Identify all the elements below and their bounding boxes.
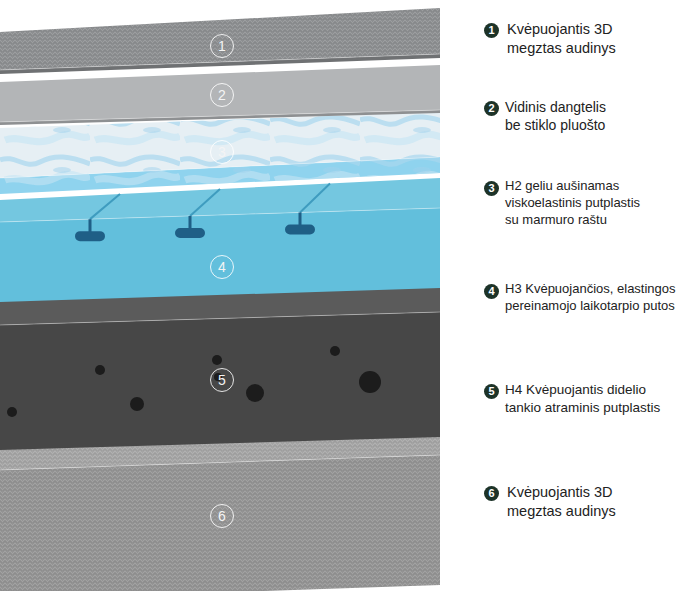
badge-number: 2 xyxy=(484,101,499,116)
layer-edge-highlight xyxy=(0,208,440,222)
layer-description: H4 Kvėpuojantis didelio tankio atraminis… xyxy=(505,381,665,416)
air-hole xyxy=(212,355,222,365)
air-hole xyxy=(330,346,340,356)
callout-number: 4 xyxy=(210,255,234,279)
badge-number: 6 xyxy=(484,486,499,501)
callout-number: 5 xyxy=(210,368,234,392)
layer-top-face xyxy=(0,178,440,222)
layer-description: Vidinis dangtelis be stiklo pluošto xyxy=(505,98,623,134)
layer-texture xyxy=(0,455,440,591)
layer-top-face xyxy=(0,8,440,70)
groove-slot xyxy=(175,216,205,238)
groove-slot xyxy=(285,212,315,234)
air-hole xyxy=(246,384,264,402)
air-hole xyxy=(130,397,144,411)
layer-front-face xyxy=(0,455,440,591)
layer-front-face xyxy=(0,208,440,302)
layer-description: H3 Kvėpuojančios, elastingos pereinamojo… xyxy=(505,281,677,315)
layer-description: Kvėpuojantis 3D megztas audinys xyxy=(507,483,632,521)
groove-line xyxy=(190,189,220,216)
layer-description: Kvėpuojantis 3D megztas audinys xyxy=(507,20,632,58)
badge-number: 4 xyxy=(484,284,499,299)
callout-number: 6 xyxy=(210,504,234,528)
layer-shape xyxy=(0,178,444,304)
layer-edge-highlight xyxy=(0,455,440,470)
callout-number: 1 xyxy=(210,34,234,58)
layer-texture xyxy=(0,8,440,70)
layer-edge-highlight xyxy=(0,157,440,178)
air-hole xyxy=(7,407,17,417)
callout-number: 3 xyxy=(210,140,234,164)
layer-description: H2 geliu aušinamas viskoelastinis putpla… xyxy=(505,178,655,229)
badge-number: 5 xyxy=(484,384,499,399)
layer-front-face xyxy=(0,312,440,450)
mattress-layer: 3 xyxy=(0,112,444,196)
mattress-layer: 2 xyxy=(0,65,444,127)
groove-slot xyxy=(75,219,105,241)
groove-line xyxy=(300,184,330,213)
air-hole xyxy=(359,371,381,393)
layer-shape xyxy=(0,282,444,452)
mattress-layer: 4 xyxy=(0,178,444,304)
layer-top-face xyxy=(0,282,440,325)
air-hole xyxy=(95,365,105,375)
mattress-layer: 5 xyxy=(0,282,444,452)
badge-number: 3 xyxy=(484,181,499,196)
layer-edge-highlight xyxy=(0,312,440,325)
mattress-layer: 1 xyxy=(0,8,444,76)
badge-number: 1 xyxy=(484,23,499,38)
layer-top-face xyxy=(0,65,440,122)
callout-number: 2 xyxy=(210,83,234,107)
groove-line xyxy=(90,194,120,219)
